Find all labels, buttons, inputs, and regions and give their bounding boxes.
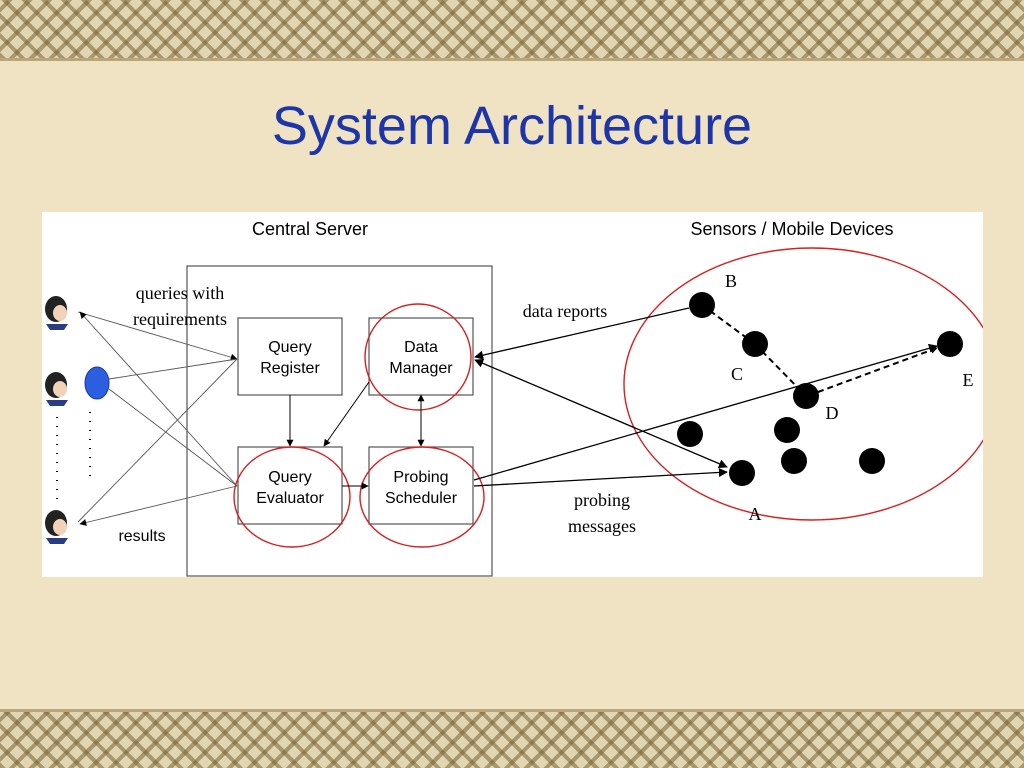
query-register-label-2: Register bbox=[260, 360, 320, 377]
sensor-a bbox=[729, 460, 755, 486]
probing-label-1: probing bbox=[574, 490, 630, 510]
architecture-diagram: Central Server Sensors / Mobile Devices … bbox=[42, 212, 983, 577]
top-decorative-border bbox=[0, 0, 1024, 58]
queries-label-1: queries with bbox=[136, 283, 224, 303]
slide-title: System Architecture bbox=[271, 96, 753, 156]
user-icon-2 bbox=[45, 372, 68, 406]
data-manager-label-2: Manager bbox=[389, 360, 453, 377]
query-evaluator-highlight bbox=[233, 446, 351, 548]
sensor-e-label: E bbox=[963, 370, 974, 390]
probing-scheduler-label-2: Scheduler bbox=[385, 490, 458, 507]
probing-scheduler-label-1: Probing bbox=[393, 469, 448, 486]
top-border-edge bbox=[0, 58, 1024, 61]
results-label: results bbox=[118, 528, 165, 545]
sensor-nodes bbox=[677, 292, 963, 486]
query-evaluator-label-2: Evaluator bbox=[256, 490, 324, 507]
result-to-user3-line bbox=[79, 485, 238, 526]
sensor-c-label: C bbox=[731, 364, 743, 384]
bottom-border-edge bbox=[0, 709, 1024, 712]
sensor-node bbox=[774, 417, 800, 443]
query-register-label-1: Query bbox=[268, 339, 312, 356]
result-to-user1-line bbox=[79, 311, 238, 487]
sensor-node bbox=[859, 448, 885, 474]
probing-label-2: messages bbox=[568, 516, 636, 536]
data-manager-label-1: Data bbox=[404, 339, 438, 356]
c-d-dashed-link bbox=[754, 343, 807, 397]
user2-query-line bbox=[108, 358, 238, 380]
user1-query-line bbox=[77, 311, 238, 361]
probing-to-a-arrow bbox=[473, 467, 728, 487]
user-icon-3 bbox=[45, 510, 68, 544]
data-manager-box bbox=[368, 317, 474, 396]
user3-query-line bbox=[77, 358, 238, 523]
sensor-node bbox=[781, 448, 807, 474]
query-register-box bbox=[237, 317, 343, 396]
sensor-node bbox=[677, 421, 703, 447]
query-evaluator-label-1: Query bbox=[268, 469, 312, 486]
b-c-dashed-link bbox=[701, 304, 756, 345]
result-to-user2-line bbox=[108, 388, 238, 487]
bottom-decorative-border bbox=[0, 712, 1024, 768]
sensor-b-label: B bbox=[725, 271, 737, 291]
d-e-dashed-link bbox=[817, 346, 938, 393]
central-server-label: Central Server bbox=[252, 219, 368, 239]
sensor-a-label: A bbox=[749, 504, 762, 524]
sensors-label: Sensors / Mobile Devices bbox=[690, 219, 893, 239]
data-reports-label: data reports bbox=[523, 301, 607, 321]
probing-scheduler-highlight bbox=[359, 446, 485, 548]
queries-label-2: requirements bbox=[133, 309, 227, 329]
scheduler-to-e-arrow bbox=[473, 343, 938, 481]
probing-scheduler-box bbox=[368, 446, 474, 525]
sensor-e bbox=[937, 331, 963, 357]
manager-to-evaluator-arrow bbox=[323, 381, 370, 447]
a-to-manager-arrow bbox=[474, 359, 728, 468]
sensor-d-label: D bbox=[826, 403, 839, 423]
data-reports-arrow bbox=[474, 307, 690, 360]
user-icon-1 bbox=[45, 296, 68, 330]
user-marker bbox=[84, 366, 110, 400]
